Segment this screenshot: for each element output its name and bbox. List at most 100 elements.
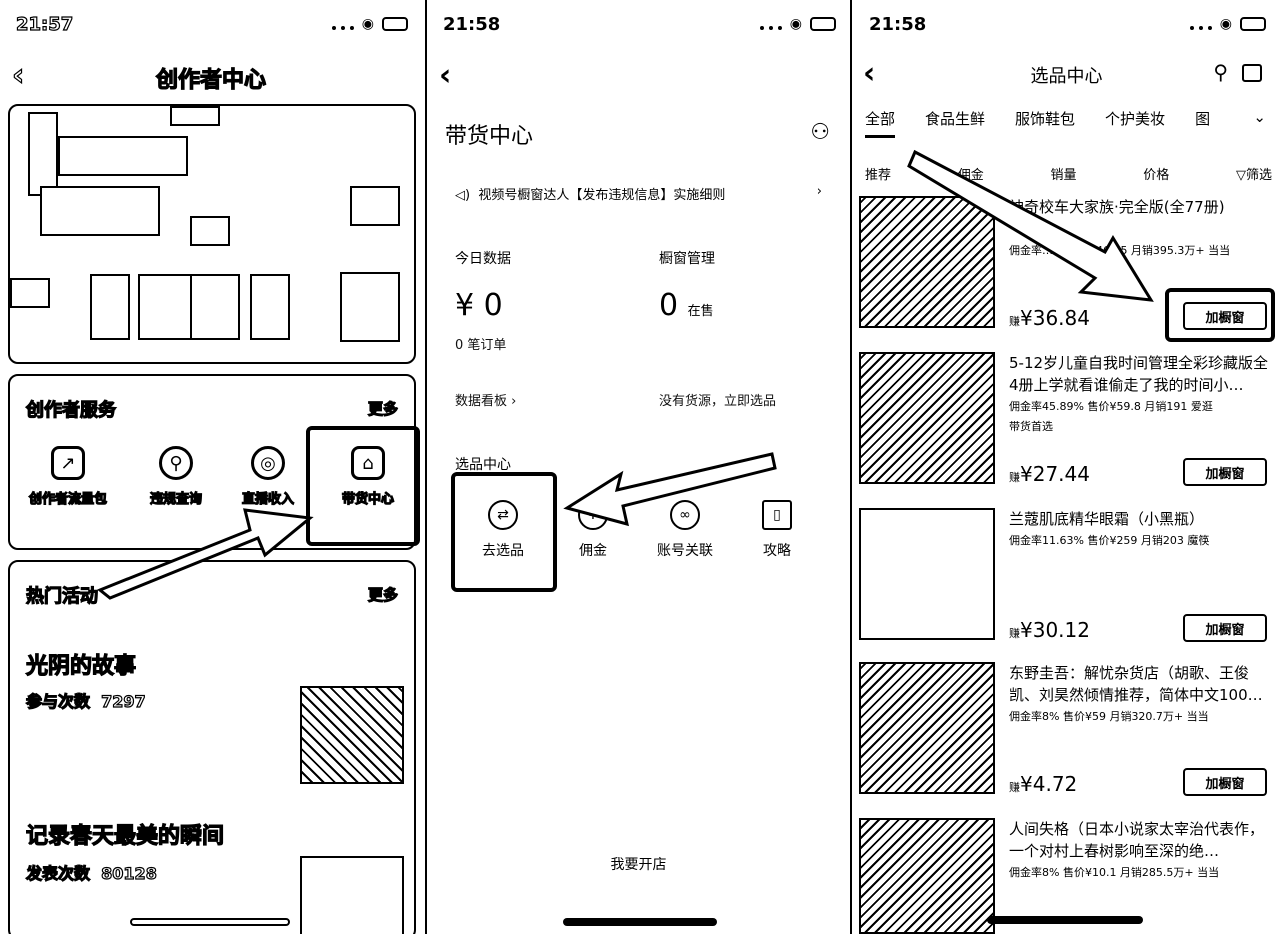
search-icon[interactable]: ⚲	[1213, 60, 1228, 84]
tab-beauty[interactable]: 个护美妆	[1105, 110, 1166, 128]
window-count: 0 在售	[659, 288, 714, 323]
activity-thumbnail[interactable]	[300, 856, 404, 934]
services-more-link[interactable]: 更多	[367, 399, 398, 418]
add-to-window-button[interactable]: 加橱窗	[1183, 614, 1267, 642]
product-item[interactable]: 兰蔻肌底精华眼霜（小黑瓶） 佣金率11.63% 售价¥259 月销203 魔筷 …	[859, 508, 1275, 663]
live-icon: ◎	[251, 446, 285, 480]
product-image	[859, 508, 995, 640]
status-bar: 21:58 ◉	[427, 12, 850, 42]
window-manage-label: 橱窗管理	[659, 251, 715, 267]
add-to-window-button[interactable]: 加橱窗	[1183, 458, 1267, 486]
tab-books[interactable]: 图	[1195, 110, 1211, 128]
service-sales-center[interactable]: ⌂ 带货中心	[320, 446, 414, 508]
sort-price[interactable]: 价格	[1143, 168, 1170, 183]
product-tag: 带货首选	[1009, 420, 1053, 433]
product-image	[859, 818, 995, 934]
signal-icon	[331, 18, 354, 30]
status-icons: ◉	[331, 16, 408, 32]
highlight-box	[306, 426, 420, 546]
service-live-income[interactable]: ◎直播收入	[220, 446, 316, 508]
home-indicator	[987, 916, 1143, 924]
product-item[interactable]: 人间失格（日本小说家太宰治代表作，一个对村上春树影响至深的绝… 佣金率8% 售价…	[859, 818, 1275, 934]
service-label: 带货中心	[341, 491, 394, 507]
creator-services-card: 创作者服务 更多 ↗ 创作者流量包 ⚲违规查询 ◎直播收入 ⌂ 带货中心	[8, 374, 416, 550]
hot-activities-card: 热门活动 更多 光阴的故事 参与次数 7297 记录春天最美的瞬间 发表次数 8…	[8, 560, 416, 934]
service-traffic-pack[interactable]: ↗ 创作者流量包	[20, 446, 116, 508]
today-orders: 0 笔订单	[455, 338, 507, 353]
add-to-window-button[interactable]: 加橱窗	[1183, 302, 1267, 330]
creator-center-screen: 21:57 ◉ ‹ 创作者中心 创作者服务 更多 ↗创作者流量包 ⚲违规查询 ◎…	[0, 0, 422, 934]
today-amount: ¥ 0	[455, 288, 503, 323]
status-bar: 21:58 ◉	[853, 12, 1280, 42]
tab-food[interactable]: 食品生鲜	[925, 110, 986, 128]
battery-icon	[1240, 17, 1266, 31]
product-meta: 佣金率8% 售价¥59 月销320.7万+ 当当	[1009, 710, 1209, 723]
battery-icon	[382, 17, 408, 31]
tool-guide[interactable]: ▯攻略	[737, 500, 817, 560]
notice-bar[interactable]: ◁) 视频号橱窗达人【发布违规信息】实施细则 ›	[455, 184, 822, 203]
annotation-arrow	[563, 452, 777, 527]
activity-metric: 发表次数 80128	[25, 860, 157, 884]
sort-sales[interactable]: 销量	[1050, 168, 1077, 183]
sales-center-screen: 21:58 ◉ ‹ 带货中心 ⚇ ◁) 视频号橱窗达人【发布违规信息】实施细则 …	[425, 0, 852, 934]
activity-thumbnail[interactable]	[300, 686, 404, 784]
tool-select-products[interactable]: ⇄去选品	[463, 500, 543, 560]
notice-text: 视频号橱窗达人【发布违规信息】实施细则	[478, 188, 726, 203]
select-now-link[interactable]: 没有货源，立即选品	[659, 394, 777, 409]
chevron-down-icon[interactable]: ⌄	[1253, 108, 1266, 126]
activity-metric-label: 发表次数	[25, 863, 91, 883]
store-icon: ⌂	[351, 446, 385, 480]
back-icon[interactable]: ‹	[863, 56, 876, 91]
price-prefix: 赚	[1009, 315, 1020, 328]
back-icon[interactable]: ‹	[11, 57, 25, 93]
service-label: 违规查询	[149, 491, 202, 507]
profile-block	[28, 112, 58, 196]
tab-apparel[interactable]: 服饰鞋包	[1015, 110, 1076, 128]
data-dashboard-link[interactable]: 数据看板 ›	[455, 394, 517, 409]
product-price: 赚¥36.84	[1009, 306, 1090, 330]
profile-card	[8, 104, 416, 364]
profile-block	[138, 274, 198, 340]
product-meta: 佣金率11.63% 售价¥259 月销203 魔筷	[1009, 534, 1210, 547]
store-icon[interactable]	[1242, 64, 1262, 82]
activity-title[interactable]: 记录春天最美的瞬间	[25, 823, 225, 849]
select-center-label: 选品中心	[455, 457, 511, 473]
product-item[interactable]: 东野圭吾：解忧杂货店（胡歌、王俊凯、刘昊然倾情推荐，简体中文100… 佣金率8%…	[859, 662, 1275, 817]
tab-all[interactable]: 全部	[865, 108, 896, 138]
home-indicator	[563, 918, 717, 926]
activities-more-link[interactable]: 更多	[367, 585, 398, 604]
select-products-icon: ⇄	[488, 500, 518, 530]
filter-button[interactable]: ▽筛选	[1236, 164, 1272, 183]
price-value: 4.72	[1032, 772, 1078, 796]
trend-icon: ↗	[51, 446, 85, 480]
profile-block	[340, 272, 400, 342]
profile-icon[interactable]: ⚇	[810, 120, 830, 145]
filter-label: 筛选	[1245, 168, 1272, 183]
service-violation-query[interactable]: ⚲违规查询	[128, 446, 224, 508]
profile-block	[190, 216, 230, 246]
home-indicator	[130, 918, 290, 926]
tool-label: 账号关联	[657, 543, 713, 559]
open-store-link[interactable]: 我要开店	[610, 857, 667, 873]
highlight-box	[451, 472, 557, 592]
status-icons: ◉	[759, 16, 836, 32]
status-time: 21:58	[869, 14, 927, 35]
product-price: 赚¥4.72	[1009, 772, 1078, 796]
tool-account-link[interactable]: ∞账号关联	[645, 500, 725, 560]
profile-block	[250, 274, 290, 340]
status-time: 21:58	[443, 14, 501, 35]
back-icon[interactable]: ‹	[439, 58, 452, 93]
add-to-window-button[interactable]: 加橱窗	[1183, 768, 1267, 796]
sort-recommend[interactable]: 推荐	[865, 168, 892, 183]
product-meta: 佣金率45.89% 售价¥59.8 月销191 爱逛	[1009, 400, 1213, 413]
services-title: 创作者服务	[25, 399, 116, 421]
activity-title[interactable]: 光阴的故事	[25, 653, 137, 679]
activity-metric-label: 参与次数	[25, 691, 91, 711]
notice-row: ◁) 视频号橱窗达人【发布违规信息】实施细则	[455, 184, 725, 203]
product-image	[859, 196, 995, 328]
battery-icon	[810, 17, 836, 31]
product-item[interactable]: 5-12岁儿童自我时间管理全彩珍藏版全4册上学就看谁偷走了我的时间小… 佣金率4…	[859, 352, 1275, 507]
service-label: 创作者流量包	[28, 491, 107, 507]
profile-block	[90, 274, 130, 340]
sort-bar: 推荐 佣金 销量 价格 ▽筛选	[865, 164, 1272, 183]
